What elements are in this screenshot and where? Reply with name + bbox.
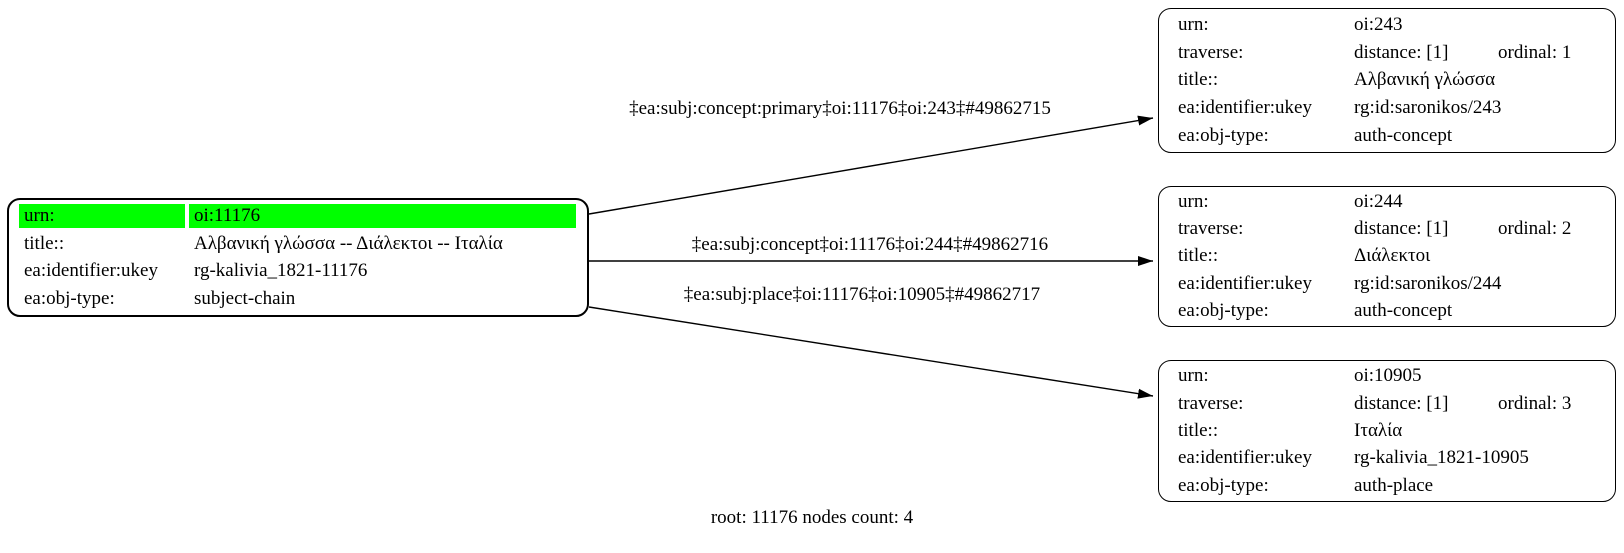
field-value: distance: [1] ordinal: 2 — [1349, 217, 1605, 241]
field-label: urn: — [1178, 13, 1209, 35]
edge-line-concept-primary — [588, 115, 1154, 215]
field-label: traverse: — [1178, 218, 1244, 240]
edge-label-concept: ‡ea:subj:concept‡oi:11176‡oi:244‡#498627… — [691, 234, 1049, 255]
node-row-objtype: ea:obj-type: auth-concept — [1159, 124, 1615, 148]
field-value: oi:10905 — [1354, 365, 1422, 387]
traverse-ordinal: ordinal: 2 — [1498, 218, 1572, 240]
traverse-distance: distance: [1] — [1354, 41, 1449, 63]
field-value: Αλβανική γλώσσα -- Διάλεκτοι -- Ιταλία — [194, 232, 503, 254]
node-oi-11176: urn: oi:11176 title:: Αλβανική γλώσσα --… — [7, 198, 589, 317]
field-value: rg:id:saronikos/244 — [1354, 272, 1502, 294]
traverse-distance: distance: [1] — [1354, 218, 1449, 240]
field-label: ea:identifier:ukey — [1178, 447, 1312, 469]
field-label: title:: — [1178, 69, 1219, 91]
field-label: title:: — [24, 232, 65, 254]
field-value: Διάλεκτοι — [1354, 245, 1431, 267]
field-label: ea:obj-type: — [24, 288, 115, 310]
edge-line-place — [588, 306, 1154, 399]
edge-label-concept-primary: ‡ea:subj:concept:primary‡oi:11176‡oi:243… — [629, 98, 1051, 119]
field-value: rg:id:saronikos/243 — [1354, 97, 1502, 119]
node-row-urn: urn: oi:244 — [1159, 190, 1615, 214]
field-value: distance: [1] ordinal: 1 — [1349, 41, 1605, 65]
node-row-urn: urn: oi:11176 — [9, 203, 587, 228]
field-label: urn: — [1178, 191, 1209, 213]
field-label: ea:obj-type: — [1178, 474, 1269, 496]
node-row-objtype: ea:obj-type: subject-chain — [9, 287, 587, 311]
node-row-identifier: ea:identifier:ukey rg:id:saronikos/243 — [1159, 96, 1615, 120]
node-row-traverse: traverse: distance: [1] ordinal: 2 — [1159, 217, 1615, 241]
node-row-objtype: ea:obj-type: auth-place — [1159, 474, 1615, 498]
node-row-identifier: ea:identifier:ukey rg-kalivia_1821-10905 — [1159, 446, 1615, 470]
node-oi-244: urn: oi:244 traverse: distance: [1] ordi… — [1158, 186, 1616, 327]
field-label: ea:obj-type: — [1178, 299, 1269, 321]
node-row-identifier: ea:identifier:ukey rg-kalivia_1821-11176 — [9, 259, 587, 283]
edge-label-place: ‡ea:subj:place‡oi:11176‡oi:10905‡#498627… — [683, 284, 1041, 305]
field-value: subject-chain — [194, 288, 296, 310]
traverse-ordinal: ordinal: 1 — [1498, 41, 1572, 63]
field-value: oi:243 — [1354, 13, 1403, 35]
node-row-traverse: traverse: distance: [1] ordinal: 3 — [1159, 392, 1615, 416]
node-row-identifier: ea:identifier:ukey rg:id:saronikos/244 — [1159, 272, 1615, 296]
node-row-title: title:: Αλβανική γλώσσα — [1159, 68, 1615, 92]
field-label: ea:identifier:ukey — [1178, 272, 1312, 294]
node-oi-243: urn: oi:243 traverse: distance: [1] ordi… — [1158, 8, 1616, 153]
node-oi-10905: urn: oi:10905 traverse: distance: [1] or… — [1158, 360, 1616, 502]
node-row-title: title:: Διάλεκτοι — [1159, 244, 1615, 268]
field-label: urn: — [1178, 365, 1209, 387]
node-row-title: title:: Ιταλία — [1159, 419, 1615, 443]
node-row-urn: urn: oi:243 — [1159, 13, 1615, 37]
traverse-ordinal: ordinal: 3 — [1498, 392, 1572, 414]
field-label: title:: — [1178, 245, 1219, 267]
field-value: auth-concept — [1354, 299, 1453, 321]
field-label: ea:identifier:ukey — [24, 260, 158, 282]
field-label: title:: — [1178, 419, 1219, 441]
field-value: rg-kalivia_1821-11176 — [194, 260, 368, 282]
traverse-distance: distance: [1] — [1354, 392, 1449, 414]
field-value: auth-concept — [1354, 125, 1453, 147]
node-row-urn: urn: oi:10905 — [1159, 364, 1615, 388]
field-label: traverse: — [1178, 41, 1244, 63]
field-value: Ιταλία — [1354, 419, 1403, 441]
node-row-title: title:: Αλβανική γλώσσα -- Διάλεκτοι -- … — [9, 232, 587, 256]
field-label: traverse: — [1178, 392, 1244, 414]
field-value: rg-kalivia_1821-10905 — [1354, 447, 1529, 469]
field-value: auth-place — [1354, 474, 1434, 496]
node-row-objtype: ea:obj-type: auth-concept — [1159, 299, 1615, 323]
field-value: oi:244 — [1354, 191, 1403, 213]
field-label: ea:obj-type: — [1178, 125, 1269, 147]
field-value: Αλβανική γλώσσα — [1354, 69, 1496, 91]
field-label: ea:identifier:ukey — [1178, 97, 1312, 119]
field-label: urn: — [19, 203, 185, 228]
field-value: oi:11176 — [189, 203, 576, 228]
field-value: distance: [1] ordinal: 3 — [1349, 392, 1605, 416]
graph-caption: root: 11176 nodes count: 4 — [710, 507, 914, 528]
node-row-traverse: traverse: distance: [1] ordinal: 1 — [1159, 41, 1615, 65]
